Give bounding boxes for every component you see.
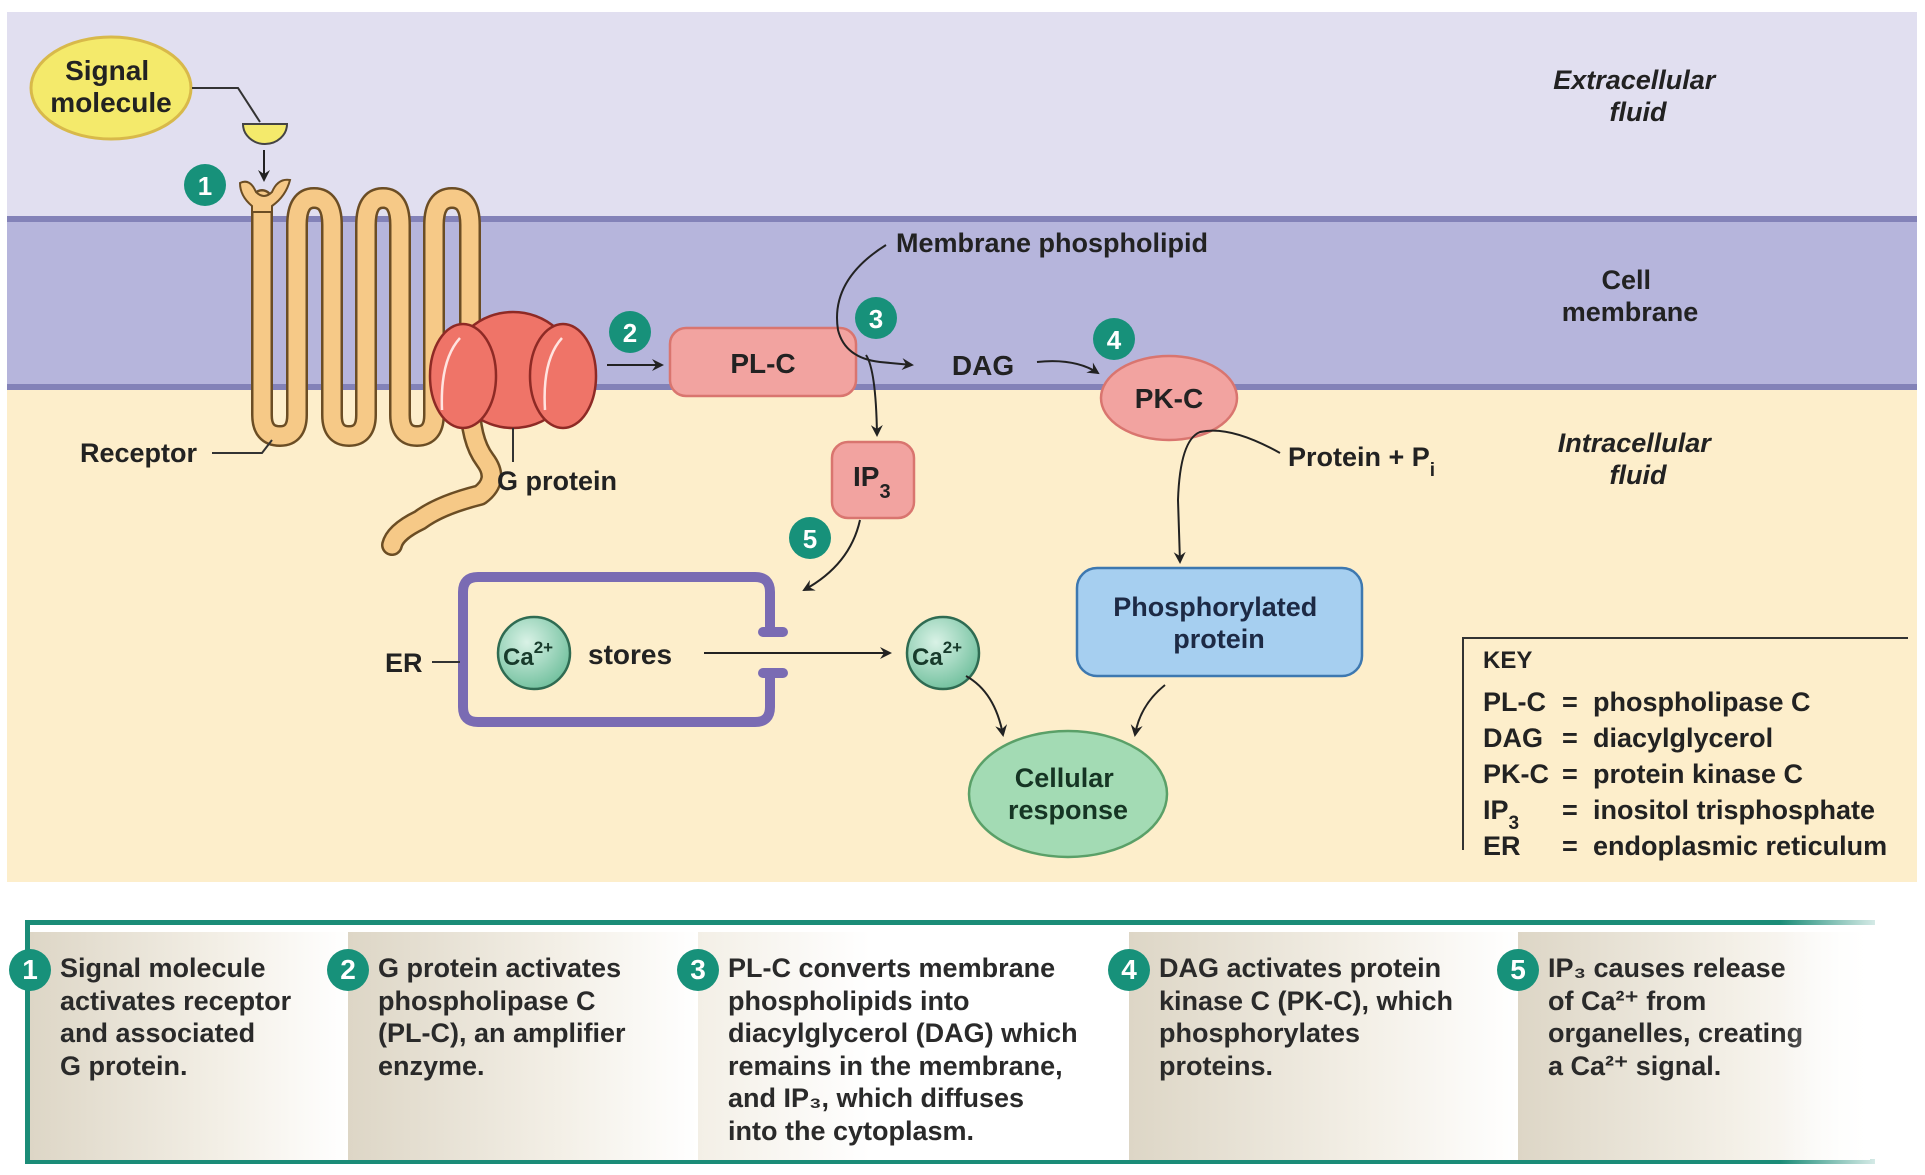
- cellular-response: Cellular response: [967, 729, 1169, 859]
- step-number-badge: 5: [1497, 949, 1539, 991]
- arrow-ip3-to-er: [802, 519, 861, 591]
- er-label: ER: [385, 648, 423, 678]
- key-definition: phospholipase C: [1593, 687, 1811, 717]
- key-entry: PL-C = phospholipase C: [1483, 687, 1811, 717]
- arrow-dag-to-pkc: [1036, 360, 1100, 375]
- membrane-bottom-edge: [7, 384, 1917, 390]
- key-abbr: PK-C: [1483, 759, 1549, 789]
- membrane-top-edge: [7, 216, 1917, 222]
- caption-text: G protein activates phospholipase C (PL-…: [378, 953, 626, 1081]
- receptor-label: Receptor: [80, 438, 198, 468]
- plc-enzyme: PL-C: [668, 326, 858, 398]
- svg-text:Signal molecule: Signal molecule: [50, 55, 171, 118]
- step-badge-2: 2: [609, 311, 651, 353]
- membrane-phospholipid-label: Membrane phospholipid: [896, 228, 1208, 258]
- step-number-badge: 2: [327, 949, 369, 991]
- caption-text: DAG activates protein kinase C (PK-C), w…: [1159, 953, 1454, 1081]
- svg-text:Cellular response: Cellular response: [1008, 763, 1128, 825]
- svg-text:Ca2+: Ca2+: [912, 638, 962, 671]
- svg-text:PL-C: PL-C: [730, 348, 795, 379]
- intracellular-label: Intracellular fluid: [1558, 428, 1719, 490]
- calcium-ion: Ca2+: [905, 615, 981, 691]
- key-entry: PK-C = protein kinase C: [1483, 759, 1803, 789]
- key-equals: =: [1562, 831, 1578, 861]
- key-definition: inositol trisphosphate: [1593, 795, 1875, 825]
- key-definition: endoplasmic reticulum: [1593, 831, 1887, 861]
- signal-molecule: Signal molecule: [29, 35, 289, 182]
- caption-step-2: G protein activates phospholipase C (PL-…: [327, 932, 698, 1160]
- svg-text:PK-C: PK-C: [1135, 383, 1203, 414]
- key-equals: =: [1562, 723, 1578, 753]
- arrow-ca-to-response: [965, 675, 1008, 737]
- ip3-molecule: IP3: [830, 440, 916, 520]
- key-legend: KEY PL-C = phospholipase C DAG = diacylglycer…: [1462, 637, 1908, 861]
- key-entry: IP3 = inositol trisphosphate: [1483, 795, 1875, 834]
- key-equals: =: [1562, 795, 1578, 825]
- stores-label: stores: [588, 639, 672, 670]
- receptor: Receptor: [80, 178, 503, 556]
- caption-text: Signal molecule activates receptor and a…: [60, 953, 292, 1081]
- svg-text:1: 1: [198, 171, 212, 201]
- key-definition: diacylglycerol: [1593, 723, 1773, 753]
- phospholipid-curve: [836, 244, 914, 371]
- svg-text:Ca2+: Ca2+: [503, 638, 553, 671]
- caption-step-3: PL-C converts membrane phospholipids int…: [677, 932, 1129, 1160]
- step-number-badge: 1: [9, 949, 51, 991]
- key-title: KEY: [1483, 647, 1532, 674]
- step-badge-1: 1: [184, 164, 226, 206]
- svg-text:3: 3: [869, 304, 883, 334]
- key-entry: ER = endoplasmic reticulum: [1483, 831, 1887, 861]
- step-badge-4: 4: [1093, 318, 1135, 360]
- key-abbr: DAG: [1483, 723, 1543, 753]
- signal-pathway-diagram: Extracellular fluid Cell membrane Intrac…: [7, 12, 1917, 882]
- calcium-stores: Ca2+ stores: [496, 615, 672, 691]
- svg-text:2: 2: [623, 318, 637, 348]
- caption-text: IP₃ causes release of Ca²⁺ from organell…: [1548, 953, 1804, 1081]
- extracellular-label: Extracellular fluid: [1553, 65, 1723, 127]
- key-definition: protein kinase C: [1593, 759, 1803, 789]
- arrow-phospho-to-response: [1130, 684, 1166, 737]
- caption-step-1: Signal molecule activates receptor and a…: [9, 932, 348, 1160]
- step-number-badge: 4: [1108, 949, 1150, 991]
- key-equals: =: [1562, 759, 1578, 789]
- key-equals: =: [1562, 687, 1578, 717]
- key-entry: DAG = diacylglycerol: [1483, 723, 1773, 753]
- key-abbr: IP3: [1483, 795, 1519, 834]
- caption-step-5: IP₃ causes release of Ca²⁺ from organell…: [1497, 932, 1870, 1160]
- svg-text:5: 5: [803, 524, 817, 554]
- ligand-icon: [241, 123, 289, 145]
- cell-membrane-label: Cell membrane: [1562, 265, 1699, 327]
- protein-pi-label: Protein + Pi: [1288, 442, 1435, 481]
- arrow-to-ip3: [865, 354, 883, 437]
- extracellular-region: [7, 12, 1917, 218]
- key-abbr: PL-C: [1483, 687, 1546, 717]
- key-abbr: ER: [1483, 831, 1521, 861]
- pkc-enzyme: PK-C: [1099, 354, 1239, 442]
- g-protein: G protein: [428, 310, 617, 496]
- caption-text: PL-C converts membrane phospholipids int…: [728, 953, 1078, 1146]
- step-number-badge: 3: [677, 949, 719, 991]
- svg-text:IP3: IP3: [853, 461, 891, 503]
- endoplasmic-reticulum: ER: [385, 572, 788, 727]
- phosphorylated-protein: Phosphorylated protein: [1075, 566, 1364, 678]
- g-protein-label: G protein: [497, 466, 617, 496]
- arrow-pkc-to-phospho: [1173, 429, 1281, 564]
- svg-text:4: 4: [1107, 325, 1122, 355]
- step-badge-5: 5: [789, 517, 831, 559]
- step-badge-3: 3: [855, 297, 897, 339]
- dag-label: DAG: [952, 350, 1014, 381]
- svg-text:Phosphorylated protein: Phosphorylated protein: [1113, 592, 1325, 654]
- caption-step-4: DAG activates protein kinase C (PK-C), w…: [1108, 932, 1518, 1160]
